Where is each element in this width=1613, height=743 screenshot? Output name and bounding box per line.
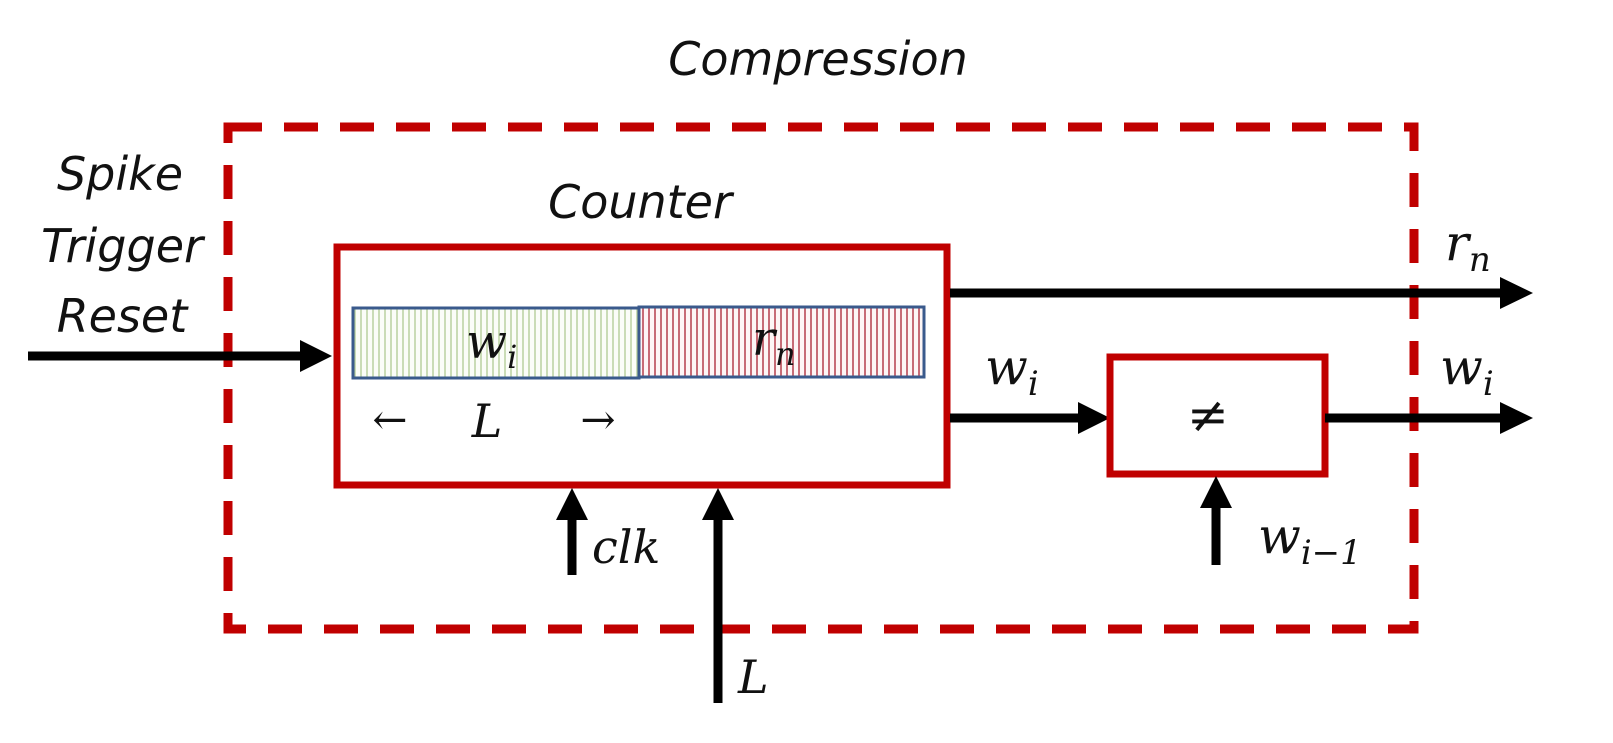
prev-word-arrow bbox=[1200, 476, 1232, 565]
length-label: L bbox=[471, 394, 503, 448]
clk-label: clk bbox=[592, 520, 660, 574]
output-arrow-r bbox=[950, 277, 1533, 309]
output-label-w: wi bbox=[1440, 338, 1494, 404]
register-segment-w bbox=[351, 306, 641, 380]
length-left-arrow: ← bbox=[372, 395, 407, 444]
length-right-arrow: → bbox=[580, 395, 615, 444]
counter-label: Counter bbox=[548, 175, 735, 229]
prev-word-label: wi−1 bbox=[1258, 507, 1362, 573]
input-signal-label: Spike Trigger Reset bbox=[41, 147, 206, 343]
comparator-input-arrow bbox=[950, 402, 1110, 434]
compression-boundary bbox=[223, 122, 1419, 634]
segment-w-label: wi bbox=[466, 314, 517, 376]
input-label-trigger: Trigger bbox=[41, 219, 206, 273]
segment-r-label: rn bbox=[752, 311, 796, 373]
register-segment-r bbox=[637, 305, 926, 379]
clk-arrow bbox=[556, 488, 588, 575]
input-label-reset: Reset bbox=[57, 289, 190, 343]
compression-title: Compression bbox=[668, 32, 968, 86]
output-arrow-w bbox=[1325, 402, 1533, 434]
comparator-input-label: wi bbox=[985, 338, 1039, 404]
input-arrow bbox=[28, 340, 332, 372]
length-input-arrow bbox=[702, 488, 734, 703]
output-label-r: rn bbox=[1445, 214, 1491, 280]
not-equal-symbol: ≠ bbox=[1187, 386, 1229, 444]
length-input-label: L bbox=[737, 650, 769, 704]
comparator-box bbox=[1106, 353, 1329, 478]
input-label-spike: Spike bbox=[57, 147, 183, 201]
